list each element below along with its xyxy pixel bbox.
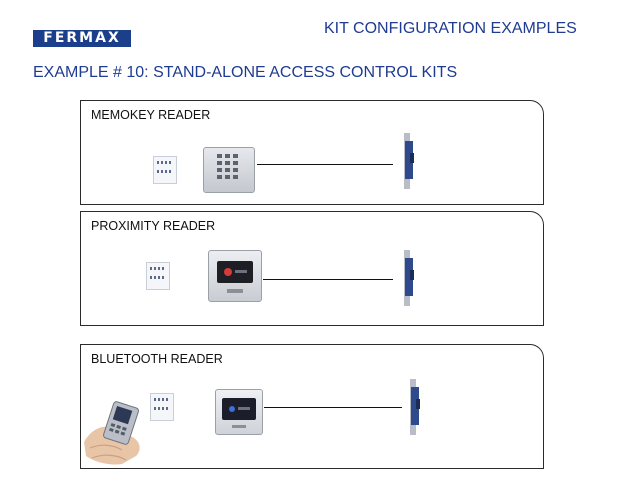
connection-wire <box>263 279 393 280</box>
electric-lock-icon <box>410 379 420 435</box>
page-subtitle: EXAMPLE # 10: STAND-ALONE ACCESS CONTROL… <box>33 64 458 81</box>
mobile-phone-icon <box>84 401 140 465</box>
electric-lock-icon <box>404 133 414 189</box>
page-title: KIT CONFIGURATION EXAMPLES <box>324 20 577 37</box>
panel-label: BLUETOOTH READER <box>91 352 223 366</box>
controller-unit-icon <box>146 262 170 290</box>
connection-wire <box>264 407 402 408</box>
fermax-logo: FERMAX <box>33 30 131 47</box>
bluetooth-reader-panel: BLUETOOTH READER <box>80 344 544 469</box>
memokey-reader-panel: MEMOKEY READER <box>80 100 544 205</box>
controller-unit-icon <box>150 393 174 421</box>
keypad-reader-icon <box>203 147 255 193</box>
bluetooth-reader-icon <box>215 389 263 435</box>
controller-unit-icon <box>153 156 177 184</box>
panel-label: PROXIMITY READER <box>91 219 216 233</box>
proximity-reader-panel: PROXIMITY READER <box>80 211 544 326</box>
connection-wire <box>257 164 393 165</box>
panel-label: MEMOKEY READER <box>91 108 211 122</box>
proximity-reader-icon <box>208 250 262 302</box>
electric-lock-icon <box>404 250 414 306</box>
